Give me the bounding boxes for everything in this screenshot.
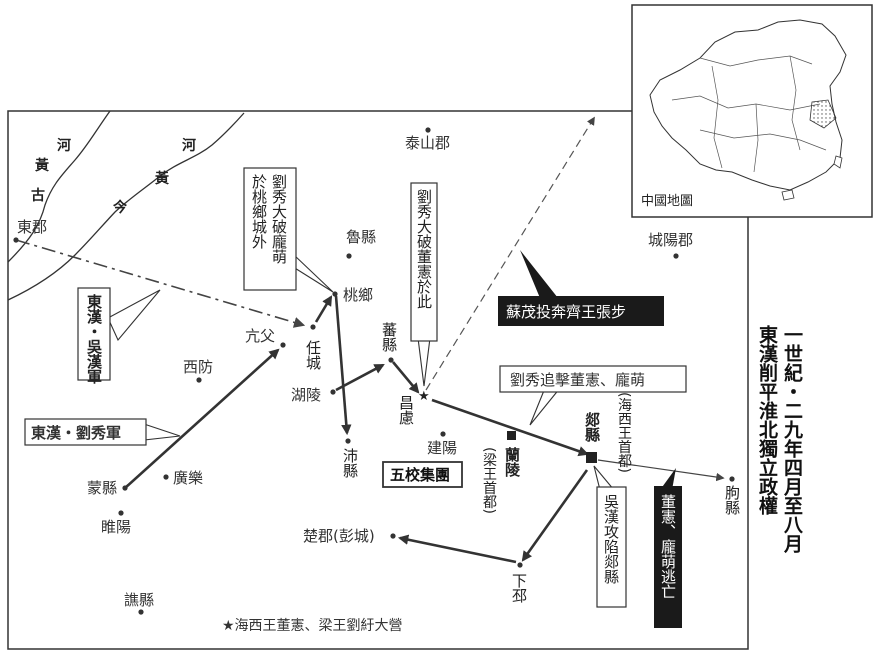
- fanxian-label: 蕃縣: [380, 322, 398, 352]
- wuhan-route-3: [397, 534, 517, 564]
- liang-capital-label: (梁王首都): [481, 447, 497, 514]
- wuhan-captures-box: [596, 486, 627, 608]
- ancient-river-char-1: 黃: [34, 157, 49, 174]
- guangle-dot: [163, 474, 169, 480]
- current-river-char-2: 河: [182, 137, 196, 154]
- pursuit-text: 劉秀追擊董憲、龐萌: [510, 371, 645, 389]
- qiaoxian-dot: [138, 609, 144, 615]
- dongjun-dot: [13, 237, 19, 243]
- ancient-river-char-3: 古: [31, 187, 45, 204]
- sumao-box: [498, 296, 664, 326]
- fanxian-dot: [388, 357, 394, 363]
- wuxiao-text: 五校集團: [390, 466, 450, 484]
- lanling-square: [507, 431, 516, 440]
- ancient-river-char-2: 河: [57, 137, 71, 154]
- wuhan-route-2: [521, 469, 589, 562]
- map-title: 一世紀・二九年四月至八月 東漢削平淮北獨立政權: [756, 324, 804, 554]
- liuxiu-army-box: [24, 418, 147, 446]
- inset-label: 中國地圖: [641, 194, 693, 209]
- place-markers: ★: [13, 127, 735, 615]
- liuxiu-route-6: [431, 398, 589, 457]
- title-line-2: 東漢削平淮北獨立政權: [756, 324, 779, 516]
- liuxiu-route-1: [124, 348, 280, 489]
- haixi-capital-label: (海西王首都): [616, 392, 632, 473]
- mengxian-label: 蒙縣: [87, 479, 117, 497]
- title-line-1: 一世紀・二九年四月至八月: [781, 325, 804, 554]
- current-river-char-1: 黃: [154, 170, 169, 187]
- huling-label: 湖陵: [291, 386, 321, 404]
- huling-dot: [330, 389, 336, 395]
- wuhan-route: [15, 239, 306, 328]
- rencheng-dot: [310, 324, 316, 330]
- taishan-dot: [425, 127, 431, 133]
- changlu-battle-box: [410, 182, 438, 342]
- current-river-char-3: 今: [112, 199, 127, 216]
- kangfu-label: 亢父: [245, 327, 275, 345]
- dongjun-label: 東郡: [17, 218, 47, 236]
- sumao-text: 蘇茂投奔齊王張步: [506, 303, 626, 321]
- quxian-dot: [729, 476, 735, 482]
- tanxian-label: 郯縣: [583, 411, 601, 443]
- peixian-label: 沛縣: [341, 448, 359, 478]
- taoxiang-dot: [332, 291, 338, 297]
- chujun-label: 楚郡(彭城): [303, 527, 375, 545]
- luxian-label: 魯縣: [346, 228, 376, 246]
- wuhan-army-text: 東漢・吳漢軍: [85, 293, 103, 385]
- taishan-label: 泰山郡: [405, 134, 450, 152]
- suiyang-dot: [118, 510, 124, 516]
- peixian-dot: [345, 438, 351, 444]
- jianyang-label: 建陽: [427, 439, 457, 457]
- liuxiu-route-5: [392, 361, 420, 394]
- liuxiu-route-2: [314, 295, 333, 323]
- kangfu-dot: [280, 342, 286, 348]
- routes: [15, 116, 725, 564]
- suiyang-label: 睢陽: [101, 518, 131, 536]
- wuxiao-box: [382, 461, 463, 488]
- changlu-star: ★: [418, 389, 430, 404]
- xifang-dot: [196, 377, 202, 383]
- inset-china-map: 中國地圖: [631, 4, 873, 218]
- taoxiang-battle-col2: 於桃鄉城外: [250, 174, 268, 249]
- lanling-label: 蘭陵: [503, 446, 521, 478]
- chengyang-label: 城陽郡: [648, 231, 693, 249]
- liuxiu-route-3: [334, 295, 352, 436]
- taoxiang-battle-box: [243, 167, 297, 291]
- liuxiu-army-text: 東漢・劉秀軍: [31, 424, 121, 442]
- chujun-dot: [390, 533, 396, 539]
- qiaoxian-label: 譙縣: [124, 591, 154, 609]
- annotations: 劉秀大破龐萌 於桃鄉城外 劉秀大破董憲於此 蘇茂投奔齊王張步 劉秀追擊董憲、龐萌…: [24, 167, 687, 628]
- sumao-route: [425, 116, 595, 391]
- changlu-battle-text: 劉秀大破董憲於此: [415, 189, 433, 309]
- place-labels: 東郡 泰山郡 魯縣 桃鄉 城陽郡 亢父 西防 湖陵 建陽 廣樂 蒙縣 睢陽 楚郡…: [17, 134, 741, 609]
- pursuit-box: [499, 365, 687, 393]
- liuxiu-route-4: [335, 363, 385, 392]
- mengxian-dot: [122, 485, 128, 491]
- taoxiang-battle-col1: 劉秀大破龐萌: [270, 174, 288, 265]
- xiapi-label: 下邳: [510, 573, 528, 603]
- escape-route: [597, 459, 725, 482]
- guangle-label: 廣樂: [173, 469, 203, 487]
- escape-box: [654, 486, 682, 628]
- rencheng-label: 任城: [304, 340, 322, 371]
- changlu-label: 昌慮: [397, 395, 415, 426]
- legend-text: ★海西王董憲、梁王劉紆大營: [222, 617, 403, 634]
- rivers: 黃 河 古 黃 河 今: [7, 110, 245, 301]
- xifang-label: 西防: [183, 358, 213, 376]
- luxian-dot: [346, 253, 352, 259]
- jianyang-dot: [440, 431, 446, 437]
- escape-text: 董憲、龐萌逃亡: [659, 494, 677, 599]
- wuhan-army-box: [77, 287, 111, 381]
- taoxiang-label: 桃鄉: [343, 286, 373, 304]
- quxian-label: 朐縣: [723, 485, 741, 515]
- wuhan-captures-text: 吳漢攻陷郯縣: [602, 494, 620, 584]
- tanxian-square: [586, 452, 597, 463]
- xiapi-dot: [517, 562, 523, 568]
- chengyang-dot: [673, 253, 679, 259]
